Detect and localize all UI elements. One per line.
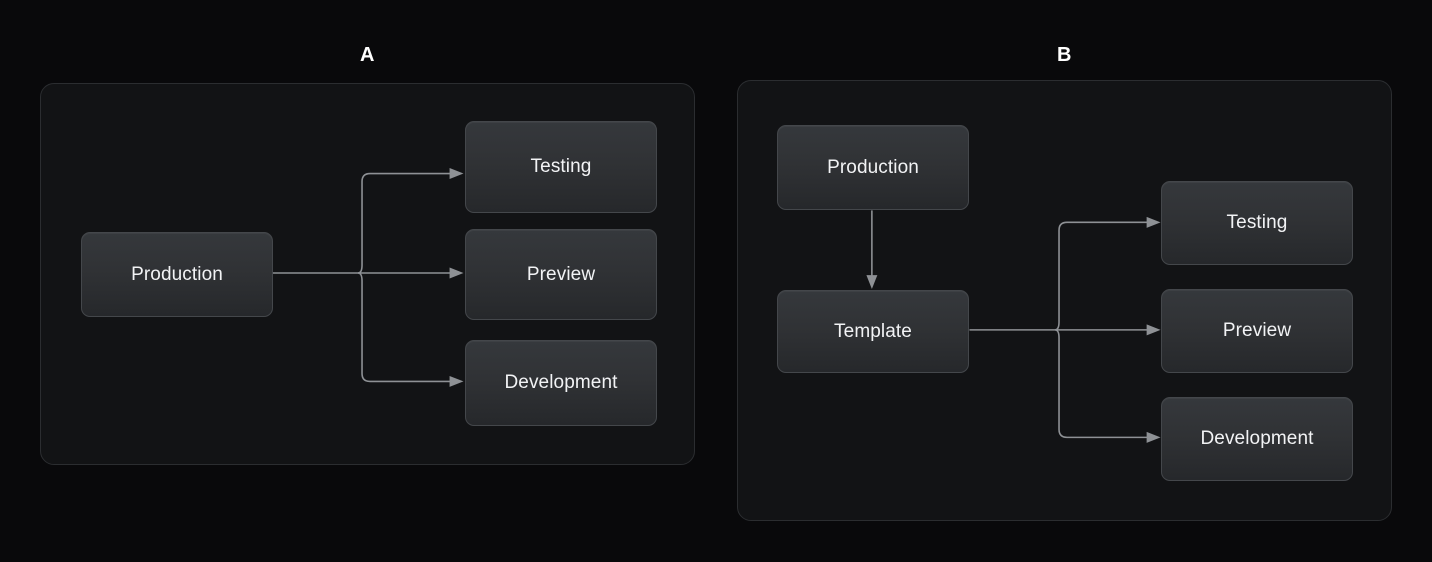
node-label: Development: [1200, 428, 1314, 449]
node-label: Testing: [1226, 212, 1288, 233]
arrowhead-a-testing: [449, 168, 464, 179]
arrowhead-b-template: [866, 275, 878, 290]
node-b-testing[interactable]: Testing: [1161, 181, 1353, 265]
arrowhead-b-development: [1146, 431, 1161, 443]
node-label: Production: [131, 263, 223, 285]
edge-b-template-to-development: [1054, 329, 1149, 439]
node-label: Template: [834, 320, 912, 342]
panel-a: Production Testing Preview Development: [40, 83, 695, 465]
node-label: Development: [504, 372, 618, 393]
panel-label-b: B: [1057, 44, 1072, 66]
node-b-development[interactable]: Development: [1161, 397, 1353, 481]
arrowhead-a-development: [449, 375, 464, 387]
node-label: Preview: [1222, 320, 1292, 341]
panel-label-a: A: [360, 44, 375, 66]
node-label: Preview: [526, 263, 596, 285]
node-label: Testing: [530, 156, 592, 177]
node-a-preview[interactable]: Preview: [465, 229, 657, 320]
edge-a-production-to-development: [357, 272, 452, 383]
node-a-production[interactable]: Production: [81, 232, 273, 317]
node-b-template[interactable]: Template: [777, 290, 969, 373]
edge-b-template-to-testing: [1054, 221, 1149, 331]
node-b-production[interactable]: Production: [777, 125, 969, 210]
arrowhead-a-preview: [449, 267, 464, 279]
node-label: Production: [827, 156, 919, 178]
node-a-development[interactable]: Development: [465, 340, 657, 426]
panel-b: Production Template Testing Preview Deve…: [737, 80, 1392, 521]
node-a-testing[interactable]: Testing: [465, 121, 657, 213]
arrowhead-b-preview: [1146, 324, 1161, 336]
node-b-preview[interactable]: Preview: [1161, 289, 1353, 373]
edge-a-production-to-testing: [357, 172, 452, 274]
arrowhead-b-testing: [1146, 216, 1161, 228]
